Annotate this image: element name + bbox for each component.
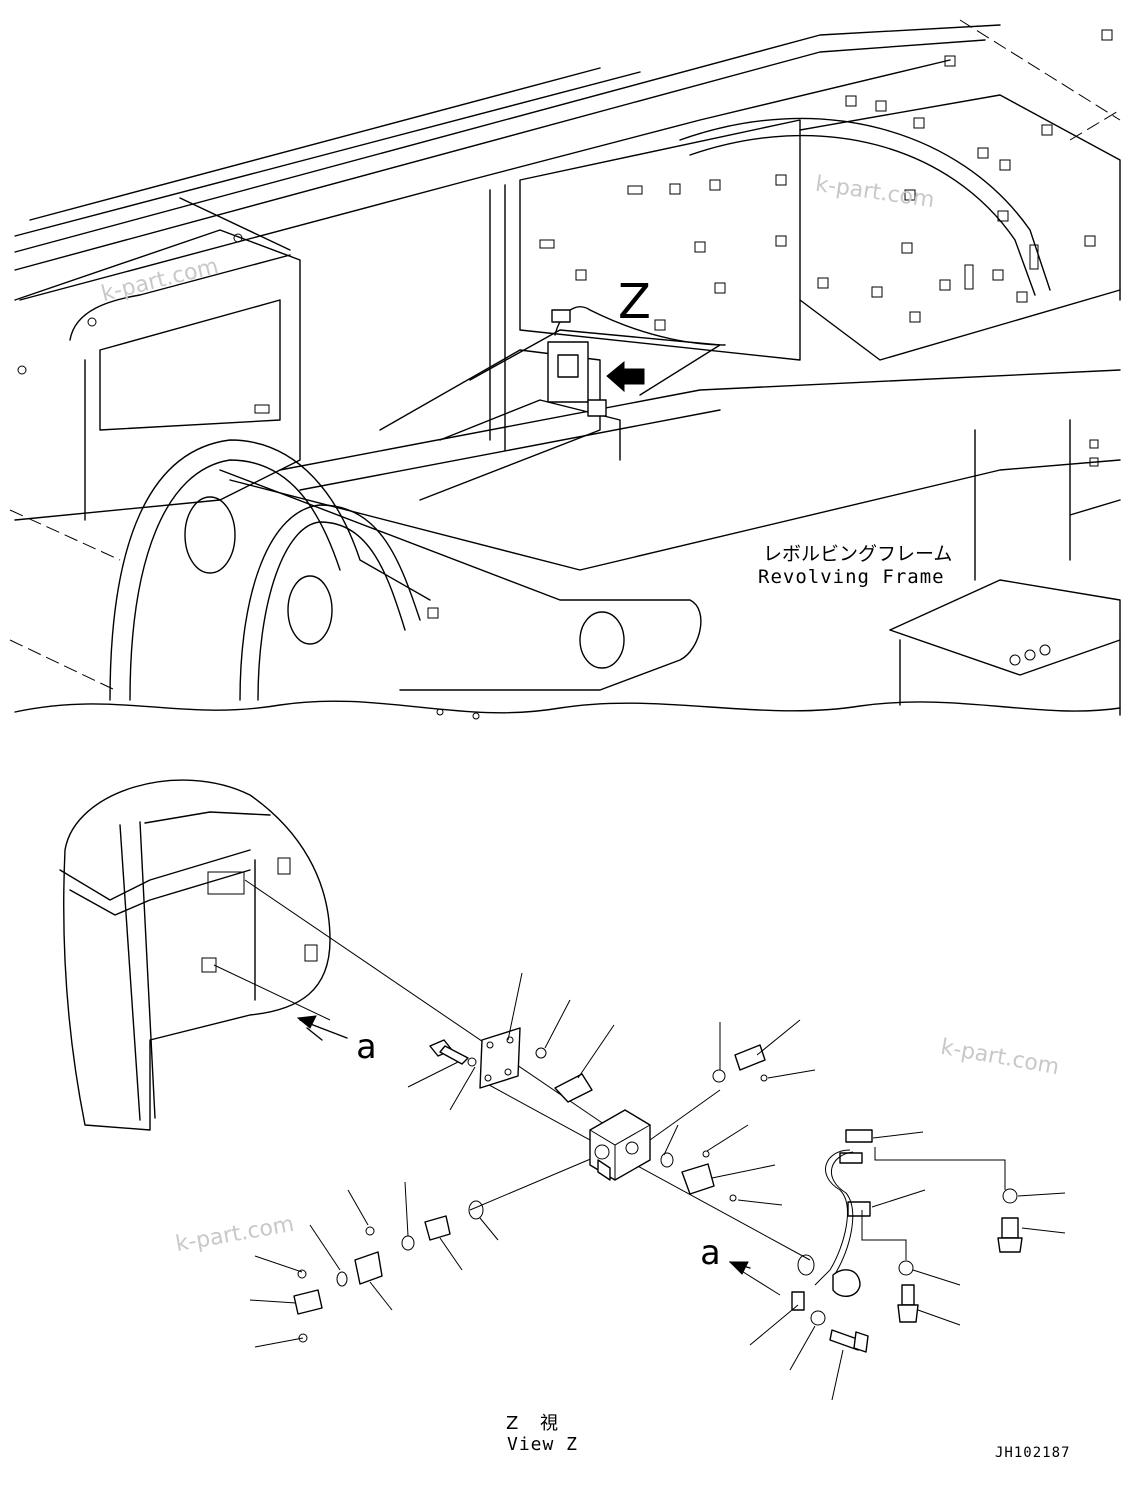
revolving-frame-label-en: Revolving Frame bbox=[758, 566, 945, 588]
view-direction-arrow-icon bbox=[606, 360, 645, 393]
view-z-caption-jp: Z 視 bbox=[506, 1413, 567, 1434]
drawing-number: JH102187 bbox=[995, 1445, 1071, 1461]
view-z-caption-en: View Z bbox=[507, 1434, 579, 1455]
revolving-frame-label-jp: レボルビングフレーム bbox=[763, 543, 953, 565]
reference-a-lower: a bbox=[700, 1233, 721, 1273]
view-z-marker: Z bbox=[618, 274, 651, 330]
view-z-exploded-drawing bbox=[59, 779, 1066, 1401]
reference-a-upper: a bbox=[356, 1027, 377, 1067]
revolving-frame-drawing bbox=[9, 19, 1121, 720]
